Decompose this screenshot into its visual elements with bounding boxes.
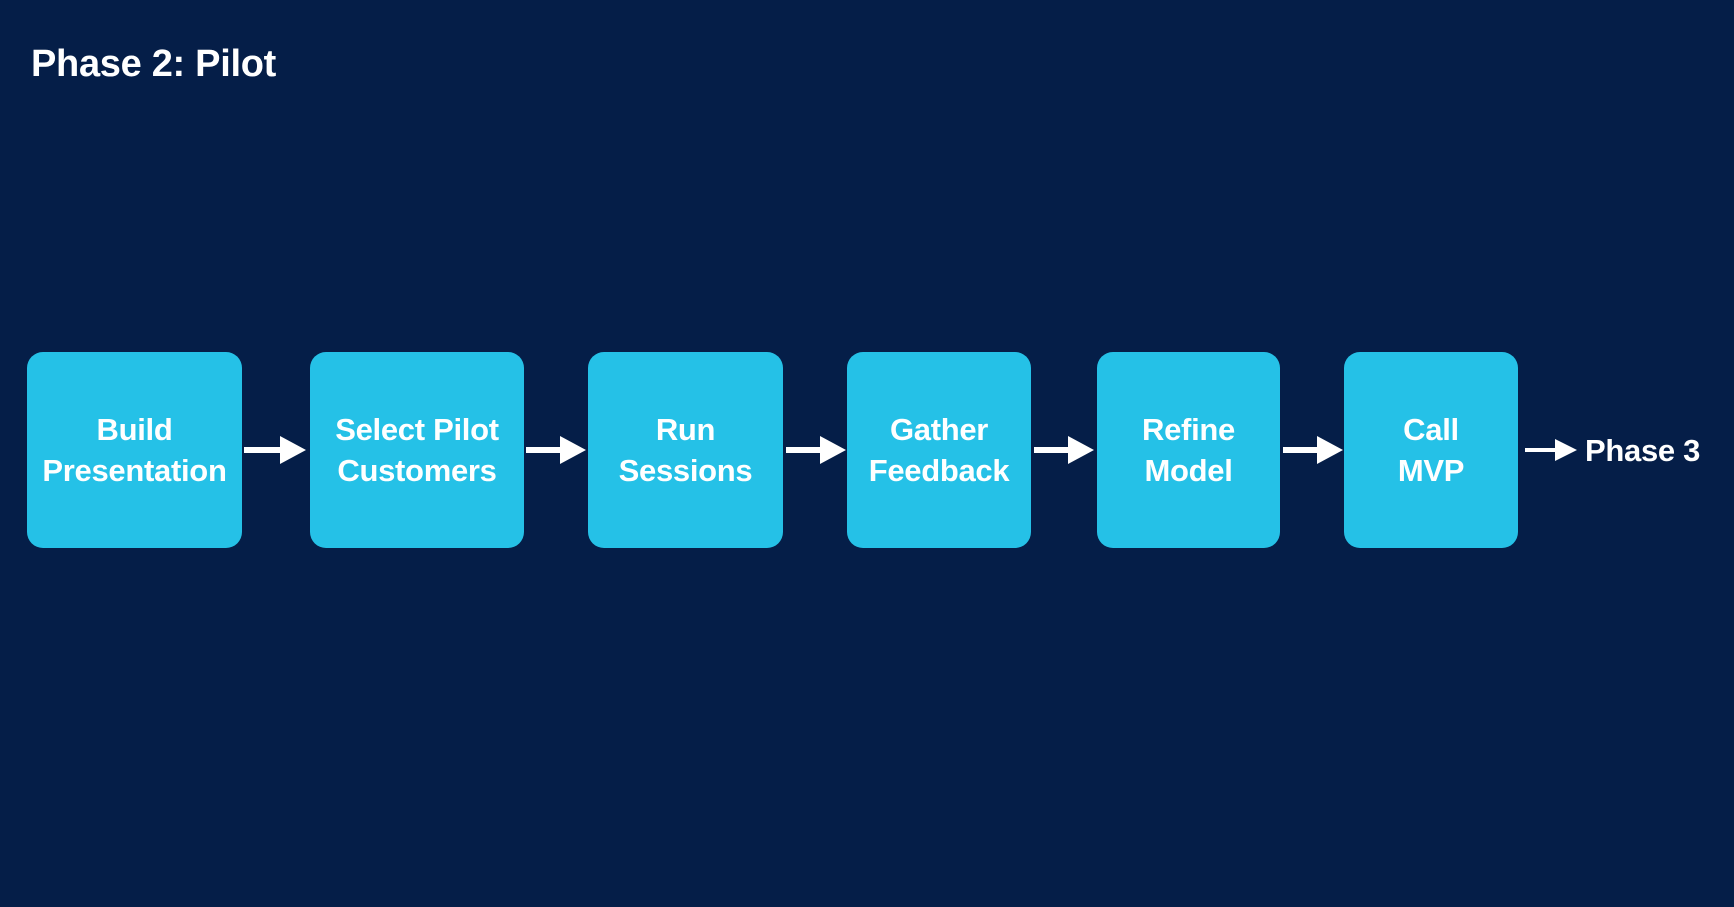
next-phase-label: Phase 3 — [1585, 433, 1701, 468]
step-select-pilot-customers: Select Pilot Customers — [310, 352, 524, 548]
arrow-right-icon — [244, 434, 306, 466]
step-label-line2: Presentation — [42, 453, 227, 488]
step-call-mvp: Call MVP — [1344, 352, 1518, 548]
step-refine-model: Refine Model — [1097, 352, 1280, 548]
step-label-line1: Run — [655, 412, 716, 447]
step-label-line2: Sessions — [618, 453, 753, 488]
step-build-presentation: Build Presentation — [27, 352, 242, 548]
arrow-right-icon — [526, 434, 586, 466]
step-label-line2: Feedback — [868, 453, 1010, 488]
step-label-line1: Select Pilot — [335, 412, 499, 447]
step-label-line1: Gather — [889, 412, 989, 447]
step-label-line1: Refine — [1142, 412, 1235, 447]
arrow-right-icon — [1034, 434, 1094, 466]
arrow-right-icon — [1283, 434, 1343, 466]
step-label-line1: Call — [1403, 412, 1459, 447]
step-label-line2: Model — [1144, 453, 1233, 488]
step-label-line2: MVP — [1397, 453, 1465, 488]
arrow-right-icon — [786, 434, 846, 466]
page-title: Phase 2: Pilot — [31, 43, 276, 85]
arrow-right-icon — [1525, 436, 1577, 464]
step-gather-feedback: Gather Feedback — [847, 352, 1031, 548]
step-label-line1: Build — [96, 412, 173, 447]
step-label-line2: Customers — [337, 453, 497, 488]
step-run-sessions: Run Sessions — [588, 352, 783, 548]
